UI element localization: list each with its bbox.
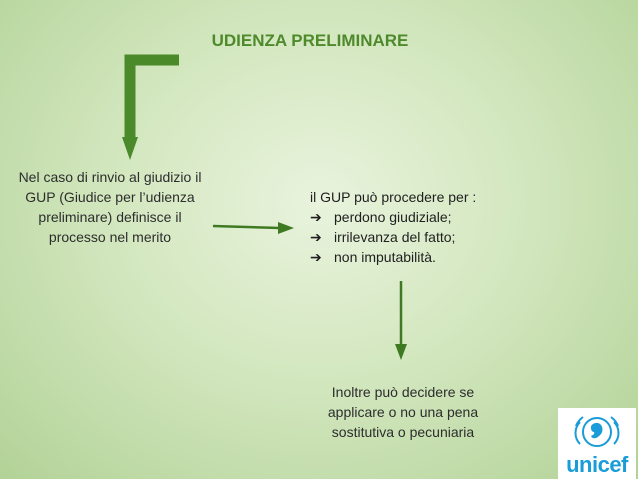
unicef-emblem-icon <box>574 416 620 447</box>
gup-options-list: ➔ perdono giudiziale; ➔ irrilevanza del … <box>310 207 550 267</box>
down-arrow <box>395 281 407 360</box>
arrow-bullet-icon: ➔ <box>310 249 322 265</box>
gup-options: il GUP può procedere per : ➔ perdono giu… <box>310 187 550 267</box>
arrow-bullet-icon: ➔ <box>310 229 322 245</box>
unicef-wordmark: unicef <box>566 452 628 477</box>
arrow-bullet-icon: ➔ <box>310 209 322 225</box>
list-item: ➔ irrilevanza del fatto; <box>310 227 550 247</box>
bent-down-arrow <box>122 54 179 160</box>
gup-options-intro: il GUP può procedere per : <box>310 189 477 205</box>
list-item: ➔ perdono giudiziale; <box>310 207 550 227</box>
right-arrow <box>212 222 294 234</box>
list-item-text: irrilevanza del fatto; <box>334 229 456 245</box>
list-item-text: perdono giudiziale; <box>334 209 452 225</box>
unicef-logo: unicef <box>558 408 636 479</box>
rinvio-text: Nel caso di rinvio al giudizio il GUP (G… <box>18 169 202 245</box>
pena-sostitutiva-text: Inoltre può decidere se applicare o no u… <box>327 384 479 440</box>
slide-title: UDIENZA PRELIMINARE <box>211 31 409 50</box>
list-item-text: non imputabilità. <box>334 249 436 265</box>
list-item: ➔ non imputabilità. <box>310 247 550 267</box>
